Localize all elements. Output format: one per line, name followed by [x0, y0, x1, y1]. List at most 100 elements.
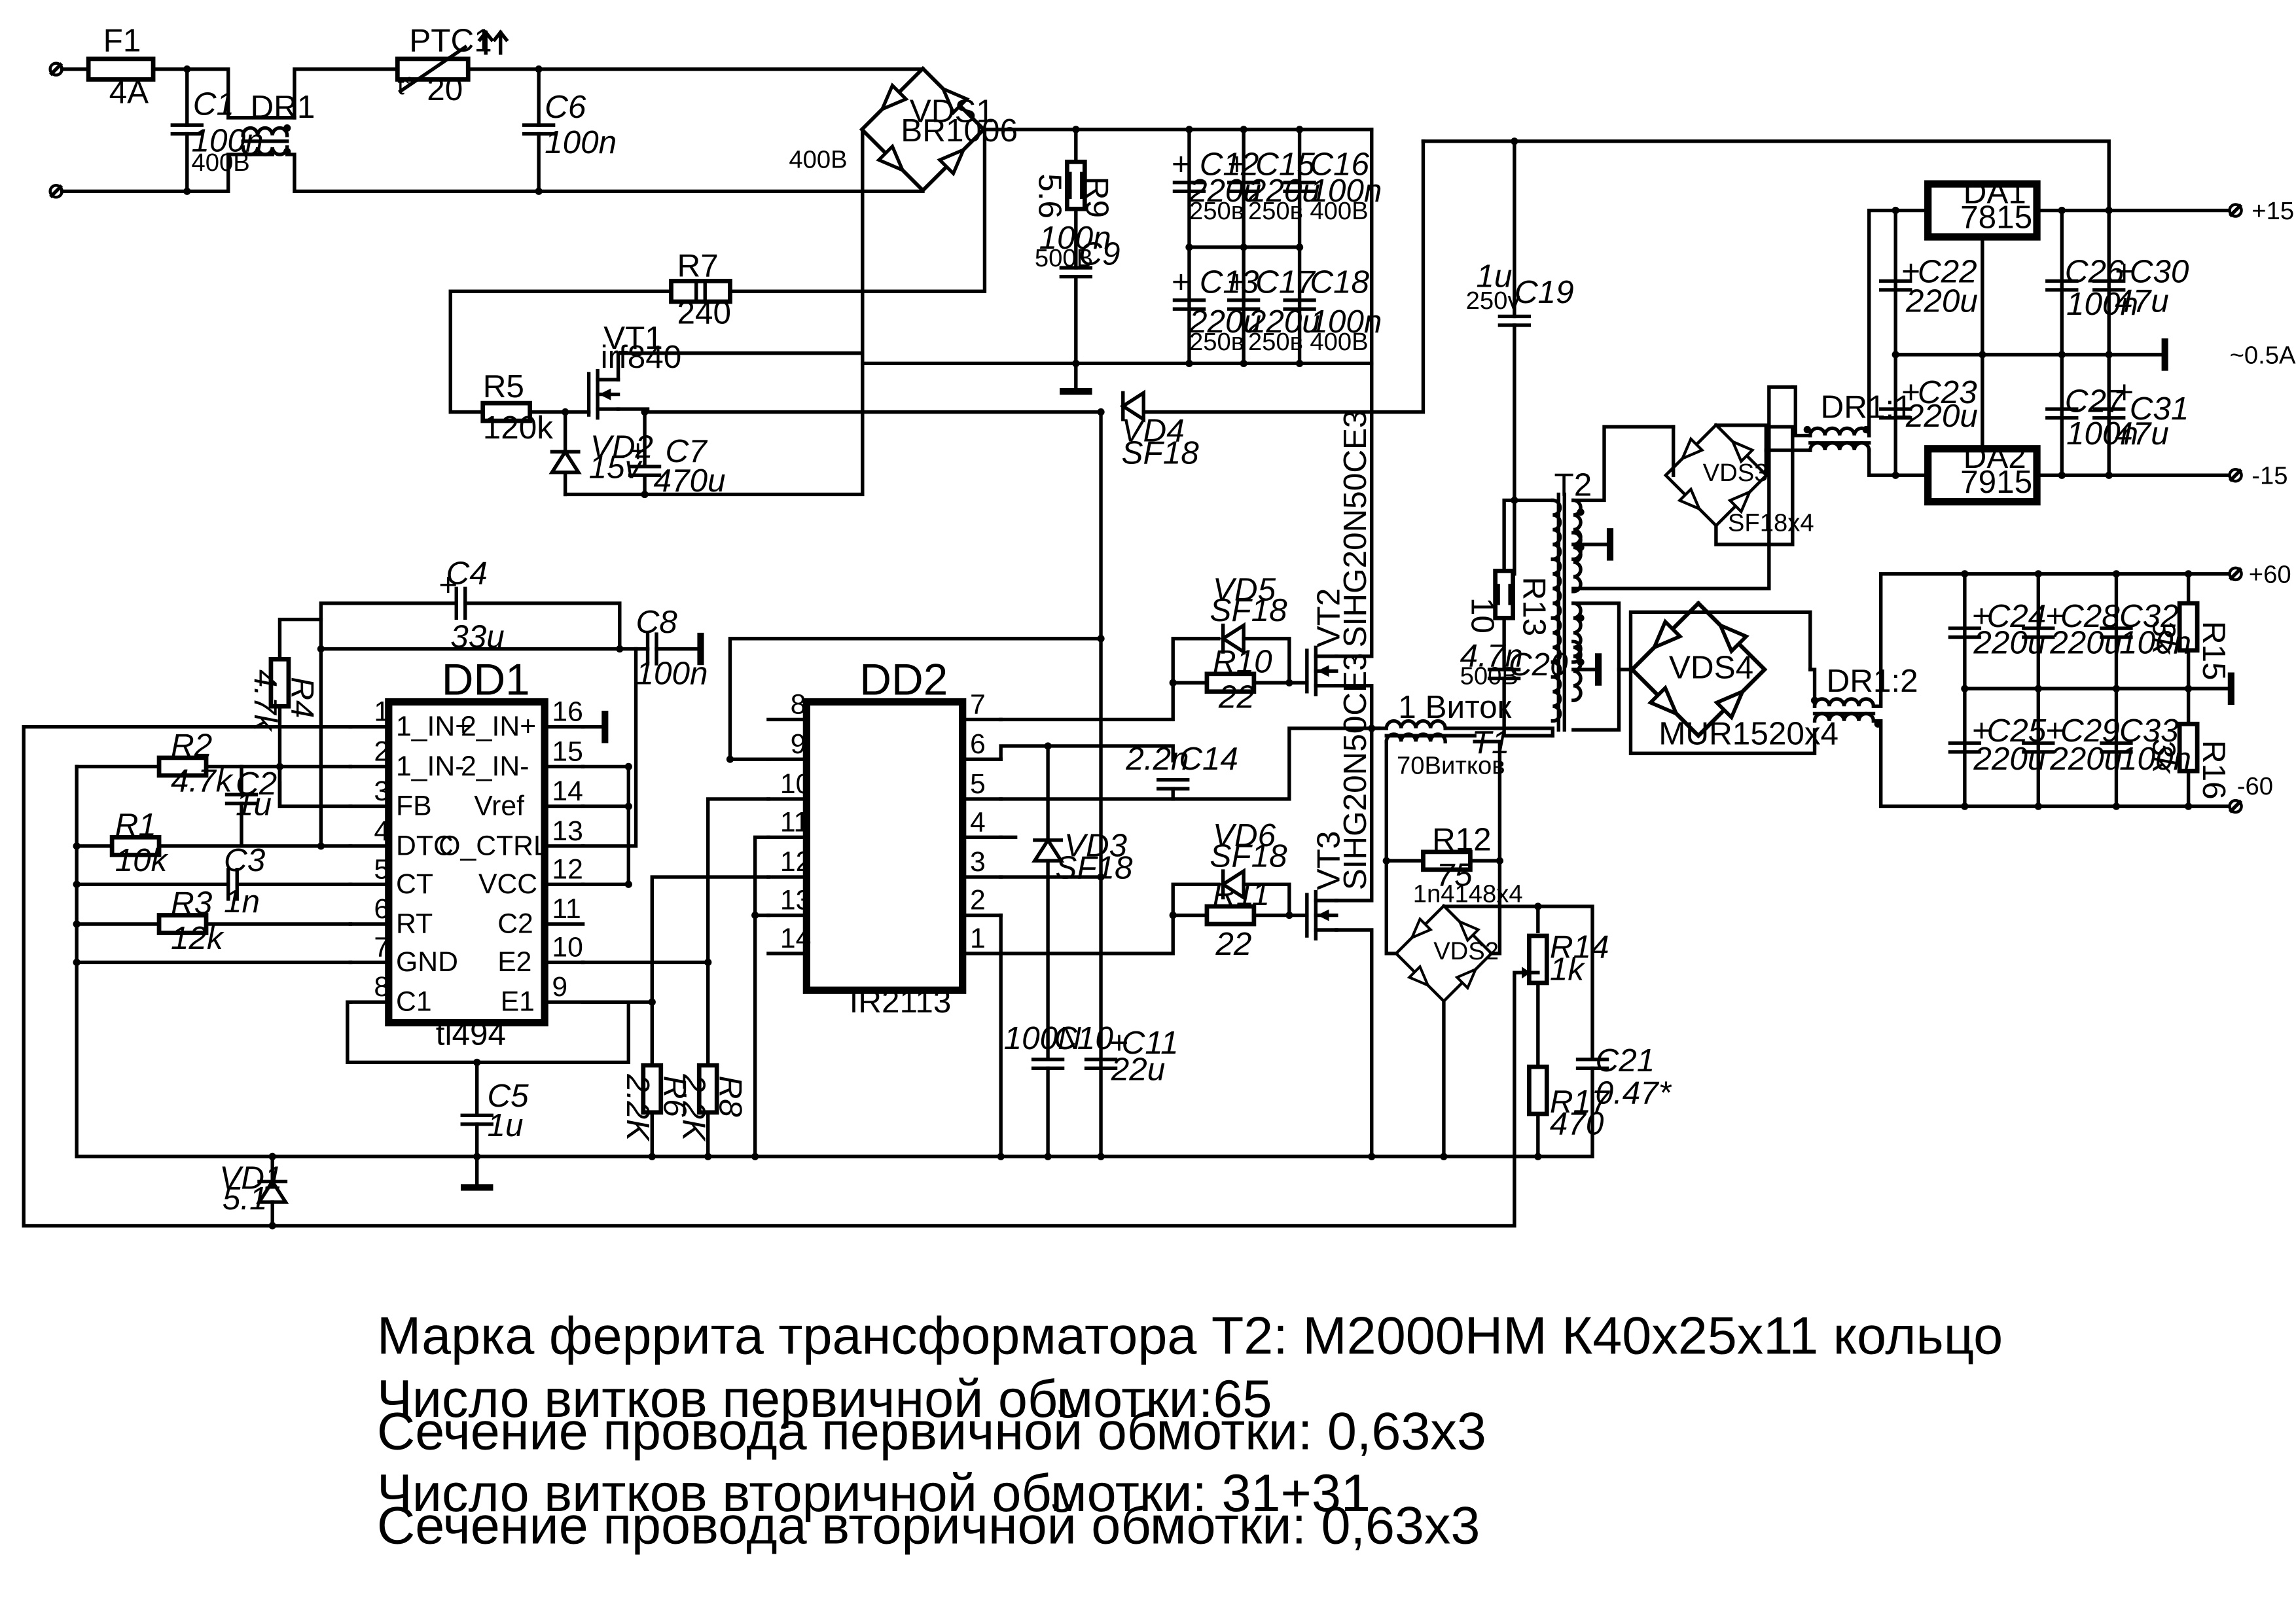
note-secondary-wire: Сечение провода вторичной обмотки: 0,63х…	[377, 1497, 1480, 1556]
note-primary-turns: Число витков первичной обмотки:65	[377, 1370, 1272, 1429]
c23-ref: C23	[1918, 374, 1977, 410]
terminal-p15-label: +15	[2251, 197, 2294, 225]
c21-ref: C21	[1596, 1043, 1655, 1079]
c16-value: 100n	[1310, 173, 1382, 209]
c30-ref: C30	[2130, 254, 2189, 290]
terminal-minus15[interactable]	[2230, 469, 2242, 481]
mains-input-section: F1 4A C1 100n 400B DR1 PTC1 20 t° C6 100…	[50, 23, 925, 198]
r9-value: 5.6	[1032, 173, 1068, 219]
vds3-ref: VDS3	[1703, 459, 1768, 487]
svg-text:1_IN+: 1_IN+	[396, 711, 471, 742]
c14-ref: C14	[1179, 741, 1238, 777]
choke-dr1-1: DR1:1	[1764, 208, 1930, 477]
svg-text:1_IN-: 1_IN-	[396, 751, 464, 782]
c28-value: 220u	[2049, 624, 2122, 660]
vds2-ref: VDS2	[1433, 937, 1499, 965]
terminal-plus60[interactable]	[2230, 568, 2242, 580]
vds3-value: SF18x4	[1728, 509, 1814, 537]
c25-value: 220u	[1973, 741, 2045, 777]
da2-value: 7915	[1960, 464, 2032, 500]
vt3-ref: VT3	[1310, 831, 1346, 891]
f1-ref: F1	[103, 23, 141, 59]
vt2-value: SIHG20N50CE3	[1337, 410, 1373, 647]
r6-value: 2.2K	[620, 1073, 656, 1142]
vt1-ref: VT1	[603, 320, 663, 356]
c33-ref: C33	[2119, 713, 2179, 749]
c15-rating: 250в	[1248, 197, 1303, 225]
svg-text:FB: FB	[396, 791, 432, 822]
r12-ref: R12	[1432, 822, 1492, 858]
svg-text:4: 4	[374, 815, 389, 847]
c11-ref: C11	[1122, 1025, 1179, 1061]
bridge-vds4: VDS4 MUR1520x4	[1628, 603, 1839, 755]
svg-text:10: 10	[552, 931, 583, 963]
c13-rating: 250в	[1189, 328, 1244, 356]
svg-text:14: 14	[552, 776, 583, 807]
current-sense: 1 Виток T1 70Витков R12 75 1n4148x4 VDS2…	[1370, 689, 1672, 1160]
svg-text:+: +	[1227, 147, 1246, 183]
bridge-vds3: VDS3 SF18x4	[1666, 425, 1814, 546]
c31-ref: C31	[2130, 391, 2189, 427]
ptc1-ref: PTC1	[409, 23, 492, 59]
dd1-body	[385, 698, 548, 1027]
c17-ref: C17	[1255, 264, 1316, 300]
dd1-part: tl494	[436, 1016, 506, 1052]
svg-text:2_IN-: 2_IN-	[461, 751, 529, 782]
terminal-plus15[interactable]	[2230, 205, 2242, 217]
c4-ref: C4	[446, 556, 488, 592]
r2-ref: R2	[171, 728, 212, 764]
c5-value: 1u	[487, 1107, 523, 1143]
svg-text:CT: CT	[396, 868, 433, 900]
c6-ref: C6	[545, 89, 586, 125]
snubber-r9-c9: R9 5.6 100n 500B C9	[1032, 126, 1121, 391]
note-secondary-turns: Число витков вторичной обмотки: 31+31	[377, 1464, 1371, 1523]
da1-value: 7815	[1960, 200, 2032, 236]
notes-block: Марка феррита трансформатора T2: М2000НМ…	[377, 1307, 2003, 1556]
r16-value: 3k	[2146, 739, 2182, 775]
fuse-f1	[86, 56, 156, 82]
r6-ref: R6	[656, 1076, 692, 1118]
svg-text:2: 2	[374, 736, 389, 767]
svg-text:+: +	[1172, 147, 1191, 183]
t2-ref: T2	[1554, 467, 1592, 503]
svg-text:+: +	[2046, 713, 2065, 749]
svg-text:+: +	[1110, 1025, 1129, 1061]
plus-minus-60-section: DR1:2 +60 -60 R15 3k R16 3k ++ ++ C24 22…	[1808, 560, 2291, 812]
vds4-ref: VDS4	[1669, 650, 1753, 686]
bus-label: 400B	[789, 145, 847, 173]
mosfet-vt2	[1307, 647, 1336, 694]
terminal-p60-label: +60	[2249, 560, 2291, 588]
transformer-t2: 1u 250v C19 R13 10 4.7n 500B C20 T2	[1421, 137, 1795, 738]
r12-value: 75	[1437, 857, 1473, 893]
svg-text:DTC: DTC	[396, 830, 454, 861]
svg-text:10: 10	[780, 768, 812, 800]
vd4-value: SF18	[1122, 435, 1200, 471]
svg-text:2: 2	[970, 885, 986, 916]
svg-text:C2: C2	[497, 908, 533, 939]
r7-ref: R7	[677, 248, 719, 284]
c32-value: 100n	[2119, 624, 2191, 660]
dd1-ref: DD1	[442, 655, 530, 704]
c12-rating: 250в	[1189, 197, 1244, 225]
c17-value: 220u	[1247, 304, 1320, 340]
svg-text:13: 13	[552, 815, 583, 847]
c20-rating: 500B	[1460, 662, 1518, 690]
vds4-value: MUR1520x4	[1659, 716, 1839, 752]
svg-text:O_CTRL: O_CTRL	[439, 830, 548, 861]
dr1-ref: DR1	[250, 89, 315, 125]
vd6-value: SF18	[1210, 838, 1287, 874]
c14-value: 2.2n	[1125, 741, 1189, 777]
c12-value: 220u	[1189, 173, 1261, 209]
terminal-minus60[interactable]	[2230, 800, 2242, 812]
svg-text:+: +	[1972, 598, 1991, 634]
c2-value: 1u	[236, 787, 272, 823]
t1-secondary: 70Витков	[1397, 752, 1505, 780]
svg-text:14: 14	[780, 923, 812, 954]
vt1-value: irf840	[601, 339, 682, 375]
dr12-ref: DR1:2	[1827, 663, 1918, 699]
ptc1-mark: t°	[397, 72, 414, 100]
c19-ref: C19	[1515, 274, 1574, 310]
vd5-ref: VD5	[1213, 571, 1276, 607]
svg-text:2_IN+: 2_IN+	[461, 711, 536, 742]
